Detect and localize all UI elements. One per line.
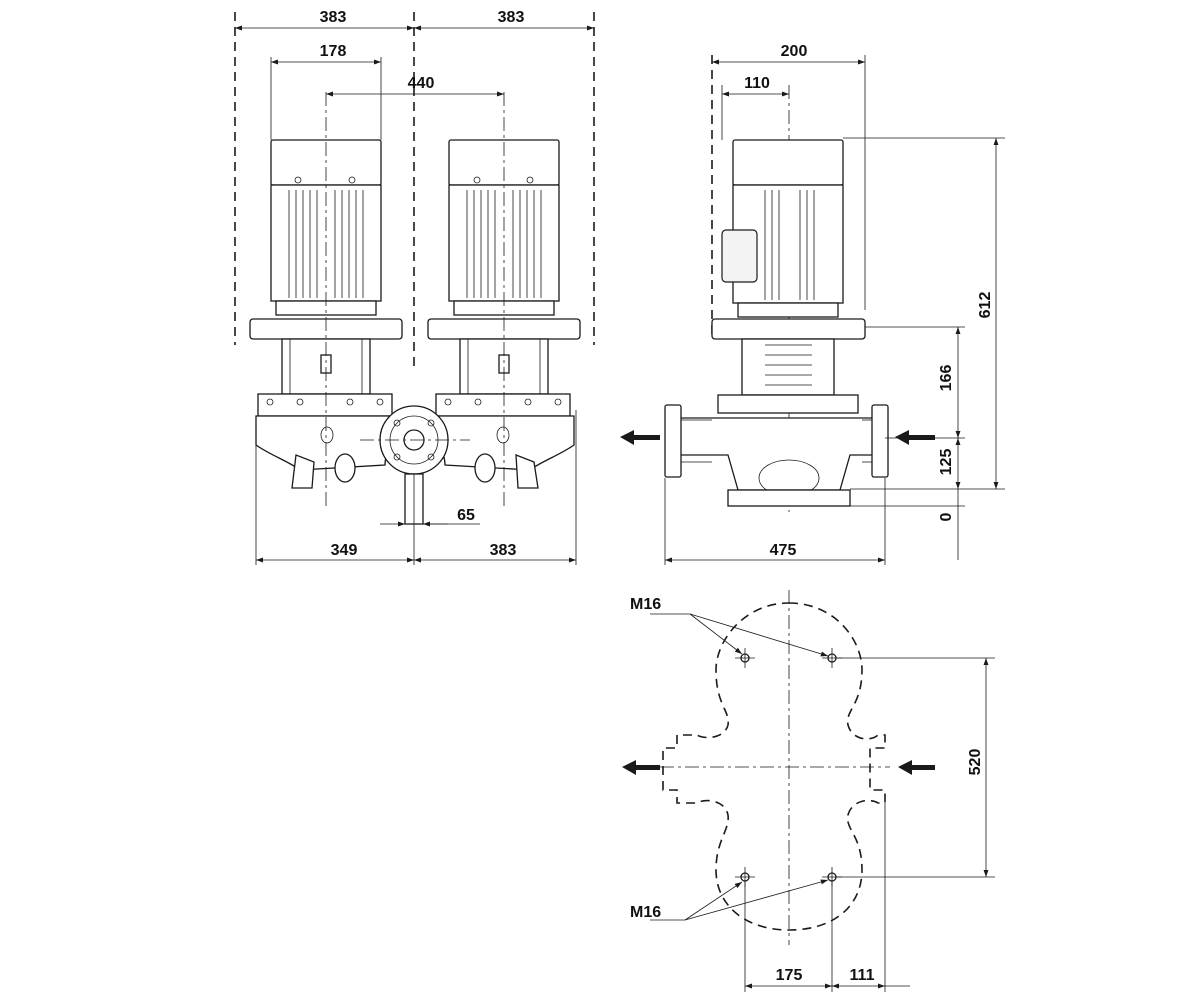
- front-dimensions: [235, 25, 594, 563]
- left-motor: [249, 139, 403, 417]
- dim-base-right: 383: [490, 542, 517, 559]
- plan-inlet-arrow-icon: [898, 760, 935, 775]
- dim-inlet-height: 125: [938, 449, 955, 476]
- dim-shaft-height: 166: [938, 365, 955, 392]
- dim-twin-half-right: 383: [498, 9, 525, 26]
- dim-bolt-spacing-vertical: 520: [967, 749, 984, 776]
- label-bolt-thread-top: M16: [630, 596, 661, 613]
- dim-bolt-spacing-horizontal: 175: [776, 967, 803, 984]
- dim-side-offset: 110: [744, 75, 770, 92]
- inlet-arrow-icon: [895, 430, 935, 445]
- side-dimensions: [665, 59, 999, 563]
- side-view: [620, 55, 1005, 565]
- front-view: [234, 12, 595, 565]
- label-bolt-thread-bottom: M16: [630, 904, 661, 921]
- dim-discharge-pipe: 65: [457, 507, 475, 524]
- plan-dimensions: [745, 658, 989, 989]
- dim-base-left: 349: [331, 542, 358, 559]
- dim-base-level: 0: [938, 512, 955, 521]
- dim-total-height: 612: [977, 292, 994, 319]
- pump-housing: [255, 405, 575, 525]
- dim-side-width: 200: [781, 43, 808, 60]
- plan-outlet-arrow-icon: [622, 760, 660, 775]
- plan-view: [622, 590, 995, 992]
- dim-motor-spacing: 440: [408, 75, 435, 92]
- terminal-box: [721, 229, 758, 283]
- outlet-arrow-icon: [620, 430, 660, 445]
- dim-twin-half-left: 383: [320, 9, 347, 26]
- dim-flange-length: 475: [770, 542, 797, 559]
- dim-motor-offset: 178: [320, 43, 347, 60]
- dim-bolt-offset: 111: [850, 967, 875, 984]
